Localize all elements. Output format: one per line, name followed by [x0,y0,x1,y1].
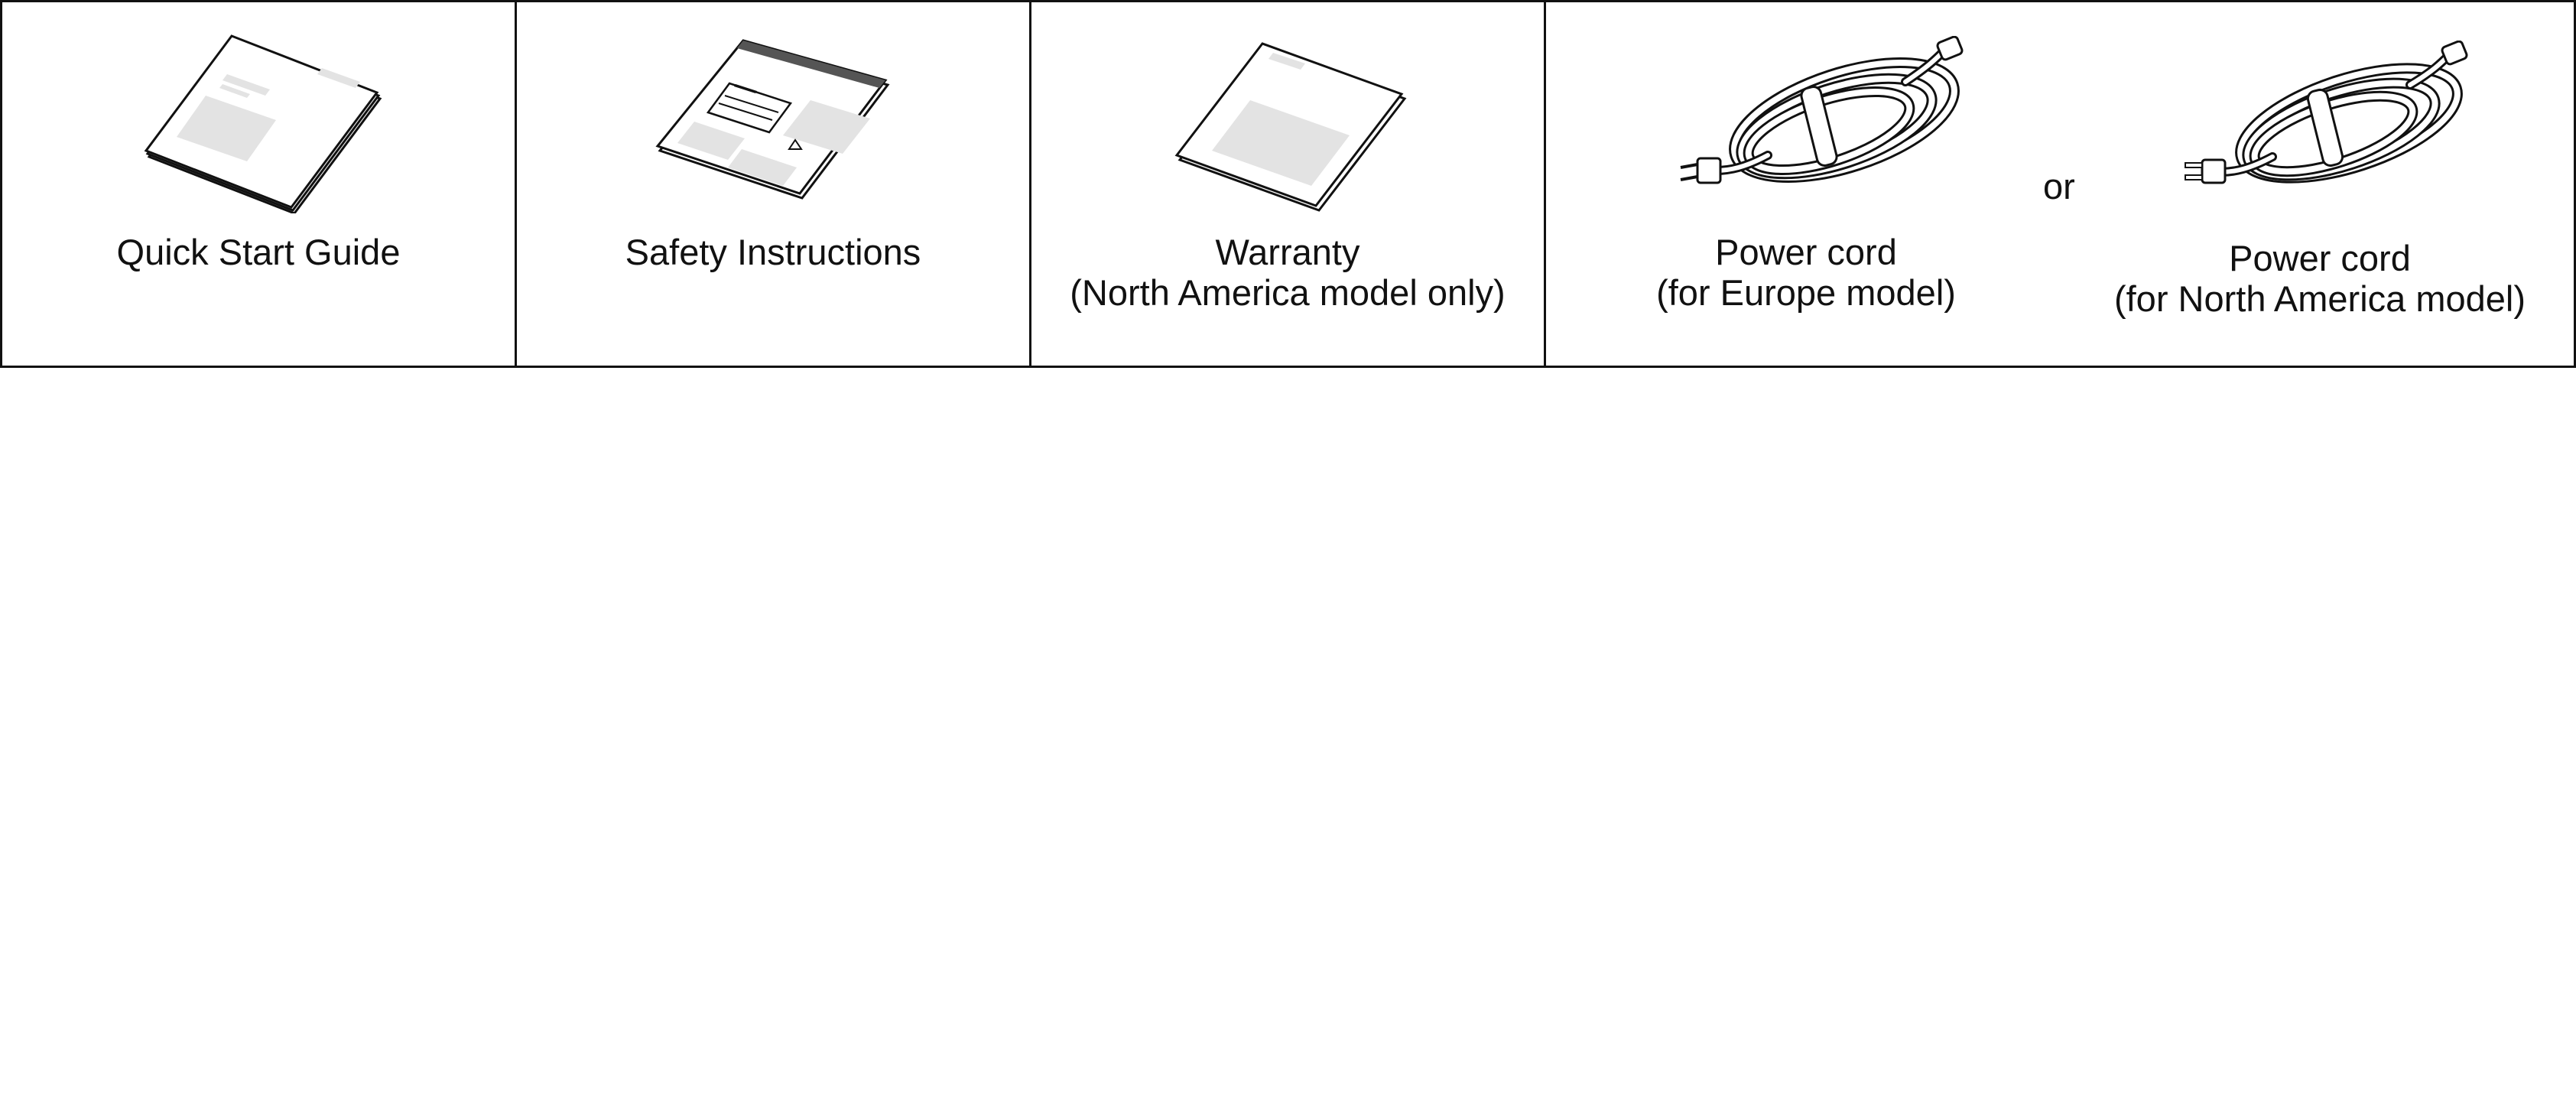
caption-line: Quick Start Guide [116,232,401,272]
power-cord-icon [1680,36,1964,184]
caption-line: (for Europe model) [1656,272,1956,313]
item-quick-start-guide: Quick Start Guide [2,2,517,366]
caption-line: Power cord [1715,232,1897,272]
booklet-icon [144,34,382,213]
caption-line: (for North America model) [2113,278,2526,319]
warranty-sheet-icon [1174,42,1407,212]
safety-sheet-icon [655,39,890,200]
item-caption: Warranty (North America model only) [1031,232,1544,313]
item-warranty: Warranty (North America model only) [1031,2,1546,366]
item-power-cord-europe: Power cord (for Europe model) [1546,2,2066,366]
power-cord-icon [2185,41,2468,184]
item-power-cords: Power cord (for Europe model) or [1546,2,2574,366]
item-caption: Power cord (for Europe model) [1546,232,2066,313]
item-caption: Quick Start Guide [2,232,515,272]
item-caption: Power cord (for North America model) [2066,238,2574,319]
caption-line: Safety Instructions [625,232,921,272]
item-caption: Safety Instructions [517,232,1029,272]
package-contents-table: Quick Start Guide Safety Instructions [0,0,2576,368]
item-power-cord-north-america: Power cord (for North America model) [2066,2,2574,366]
caption-line: Power cord [2229,238,2411,278]
or-separator: or [2043,166,2075,206]
item-safety-instructions: Safety Instructions [517,2,1031,366]
caption-line: Warranty [1215,232,1360,272]
caption-line: (North America model only) [1070,272,1506,313]
